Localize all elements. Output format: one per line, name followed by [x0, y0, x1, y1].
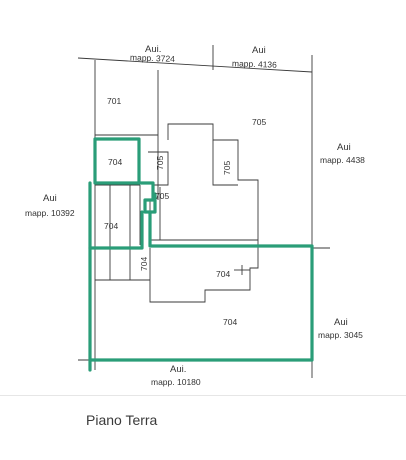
subalterno-704-strip: 704: [139, 257, 149, 271]
subalterno-705-small: 705: [155, 191, 169, 201]
subalterno-704-green: 704: [108, 157, 122, 167]
subalterno-704-left: 704: [104, 221, 118, 231]
subalterno-705-top: 705: [252, 117, 266, 127]
boundary-lines: [77, 45, 330, 378]
parcel-south-east-owner: Aui: [334, 317, 348, 328]
parcel-north-left-mapp: mapp. 3724: [130, 52, 175, 64]
floor-caption: Piano Terra: [86, 412, 158, 428]
parcel-west-mapp: mapp. 10392: [25, 208, 75, 218]
divider: [0, 395, 406, 396]
parcel-west-owner: Aui: [43, 193, 57, 204]
parcel-north-right-owner: Aui: [252, 45, 266, 56]
parcel-south-east-mapp: mapp. 3045: [318, 330, 363, 340]
parcel-south-owner: Aui.: [170, 364, 186, 375]
subalterno-704-mid: 704: [216, 269, 230, 279]
parcel-north-right-mapp: mapp. 4136: [232, 58, 277, 70]
subalterno-701: 701: [107, 96, 121, 106]
parcel-east-mapp: mapp. 4438: [320, 155, 365, 165]
subalterno-705-vertical-1: 705: [155, 156, 165, 170]
parcel-east-owner: Aui: [337, 142, 351, 153]
subalterno-705-vertical-2: 705: [222, 161, 232, 175]
subalterno-704-bottom: 704: [223, 317, 237, 327]
parcel-south-mapp: mapp. 10180: [151, 377, 201, 387]
parcel-north-left-owner: Aui.: [145, 44, 161, 55]
highlight-outline: [88, 137, 314, 372]
